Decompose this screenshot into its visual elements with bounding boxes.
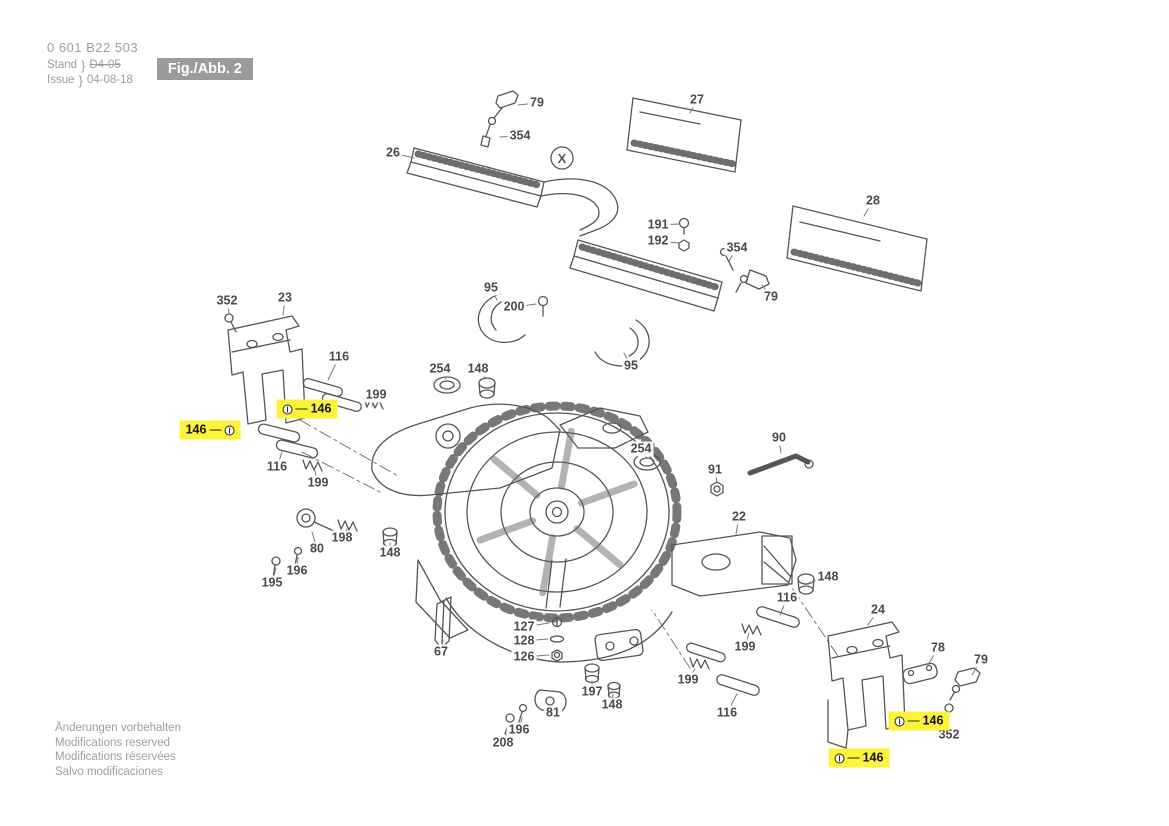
middle-fence-rail: [569, 239, 723, 312]
arm-22: [671, 531, 797, 597]
fence-rail-26: [406, 147, 619, 237]
notice-line-es: Salvo modificaciones: [55, 765, 164, 778]
stand-value: D4-05: [89, 59, 121, 71]
plate-78: [902, 662, 938, 685]
issue-label: Issue: [47, 74, 75, 86]
pins-116-upper: [257, 378, 384, 472]
figure-badge: Fig./Abb. 2: [156, 58, 253, 80]
assembly-axis-lines: [299, 419, 839, 669]
bracket-23: [224, 313, 306, 425]
issue-value: 04-08-18: [86, 74, 133, 86]
footer-notice: Änderungen vorbehalten Modifications res…: [55, 721, 181, 779]
turntable-spokes: [476, 427, 638, 597]
nut-91: [710, 481, 724, 497]
header: 0 601 B22 503 Stand } D4-05 Issue } 04-0…: [47, 40, 253, 88]
ring-segments-95: [477, 293, 650, 367]
knob-80-group: [271, 508, 398, 579]
brace-glyph: }: [78, 73, 83, 88]
knob-79-right: [719, 247, 770, 293]
bracket-24: [827, 621, 906, 749]
base-body: [415, 559, 673, 663]
notice-line-fr: Modifications réservées: [55, 751, 176, 763]
marker-x: X: [550, 146, 574, 170]
document-part-number: 0 601 B22 503: [47, 40, 139, 55]
brace-glyph: }: [81, 58, 86, 73]
revision-table: Stand } D4-05 Issue } 04-08-18: [47, 58, 133, 88]
screw-191-nut-192: [678, 217, 690, 252]
notice-line-de: Änderungen vorbehalten: [55, 722, 181, 734]
fence-plate-28: [786, 205, 928, 292]
ring-254-right: [633, 453, 661, 471]
pins-116-right: [685, 573, 815, 696]
knob-79-top: [480, 90, 519, 148]
notice-line-en: Modifications reserved: [55, 736, 171, 749]
knob-79-bottom-right: [949, 667, 981, 701]
ring-254-cap-148-left: [433, 376, 496, 399]
fastener-stack-127-128-126: [549, 616, 565, 662]
stand-label: Stand: [47, 59, 78, 71]
turntable: [432, 401, 682, 623]
wrench-90: [747, 453, 814, 476]
fence-plate-27: [626, 97, 742, 173]
bottom-center-hardware: [504, 663, 621, 735]
svg-text:X: X: [558, 151, 567, 166]
